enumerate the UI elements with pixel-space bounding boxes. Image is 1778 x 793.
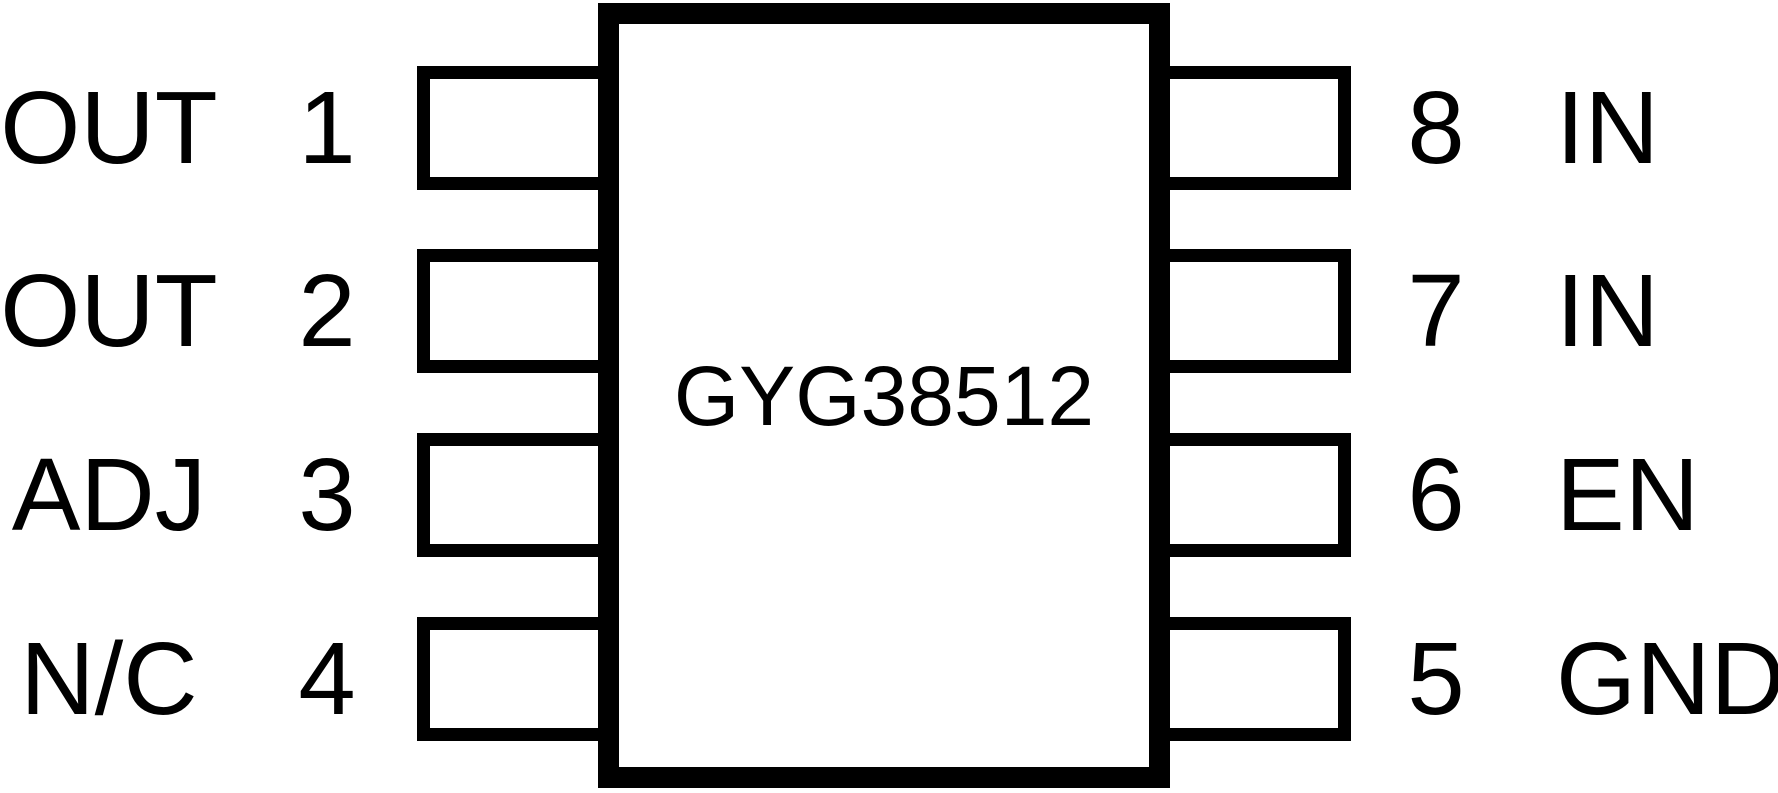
- pin-8-number: 8: [1407, 70, 1465, 185]
- pin-8-box: [1156, 66, 1351, 190]
- pin-3-number: 3: [298, 437, 356, 552]
- chip-part-number: GYG38512: [673, 348, 1095, 443]
- pin-7-number: 7: [1407, 253, 1465, 368]
- pin-1-box: [417, 66, 612, 190]
- pin-7-name: IN: [1556, 253, 1659, 368]
- pin-1-number: 1: [298, 70, 356, 185]
- pin-5-number: 5: [1407, 621, 1465, 736]
- pin-2-number: 2: [298, 253, 356, 368]
- pin-2-box: [417, 249, 612, 373]
- pin-4-number: 4: [298, 621, 356, 736]
- pin-6-name: EN: [1556, 437, 1700, 552]
- pin-6-box: [1156, 433, 1351, 557]
- pin-8-name: IN: [1556, 70, 1659, 185]
- pin-1-name: OUT: [0, 70, 218, 185]
- pin-4-name: N/C: [20, 621, 198, 736]
- pin-7-box: [1156, 249, 1351, 373]
- chip-body: GYG38512: [598, 3, 1170, 788]
- pin-5-name: GND: [1556, 621, 1778, 736]
- pin-3-box: [417, 433, 612, 557]
- pin-4-box: [417, 617, 612, 741]
- pin-5-box: [1156, 617, 1351, 741]
- pin-6-number: 6: [1407, 437, 1465, 552]
- pin-3-name: ADJ: [11, 437, 207, 552]
- pin-2-name: OUT: [0, 253, 218, 368]
